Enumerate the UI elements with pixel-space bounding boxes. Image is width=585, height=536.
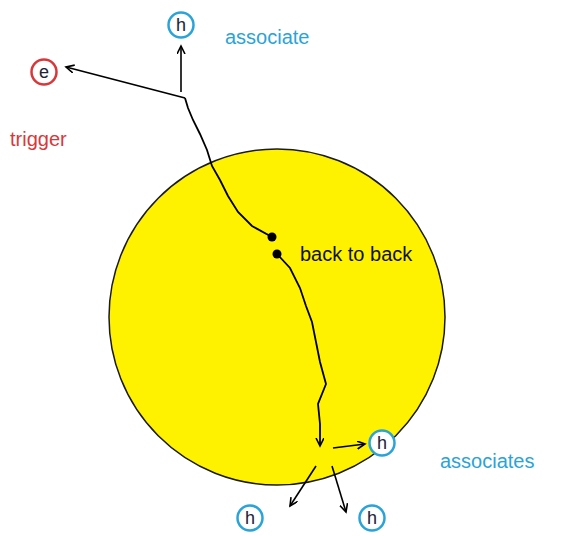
particle-symbol: h [368,429,396,452]
hadron-circle: h [236,504,264,532]
associate-arrow [332,466,346,512]
parton-dot [273,250,282,259]
trigger-label: trigger [10,128,67,150]
associate-arrow [180,46,182,92]
label-box: trigger [10,128,67,150]
associate-arrow [290,466,316,506]
associate-arrow [333,444,365,448]
parton-dot [268,233,277,242]
label-box: associates [440,450,535,472]
hadron-circle: h [358,504,386,532]
label-box: back to back [300,243,412,265]
particle-symbol: h [236,504,264,527]
hadron-circle: h [368,429,396,457]
trigger-arrow [66,67,185,98]
jet-track-down [277,254,326,446]
jet-track-up [185,98,272,237]
hadron-circle: h [167,11,195,39]
particle-symbol: h [167,11,195,34]
associate-label: associate [225,26,310,48]
particle-symbol: h [358,504,386,527]
associates-label: associates [440,450,535,472]
particle-symbol: e [30,58,58,81]
electron-circle: e [30,58,58,86]
medium-circle [109,149,445,485]
back-to-back-label: back to back [300,243,412,265]
label-box: associate [225,26,310,48]
